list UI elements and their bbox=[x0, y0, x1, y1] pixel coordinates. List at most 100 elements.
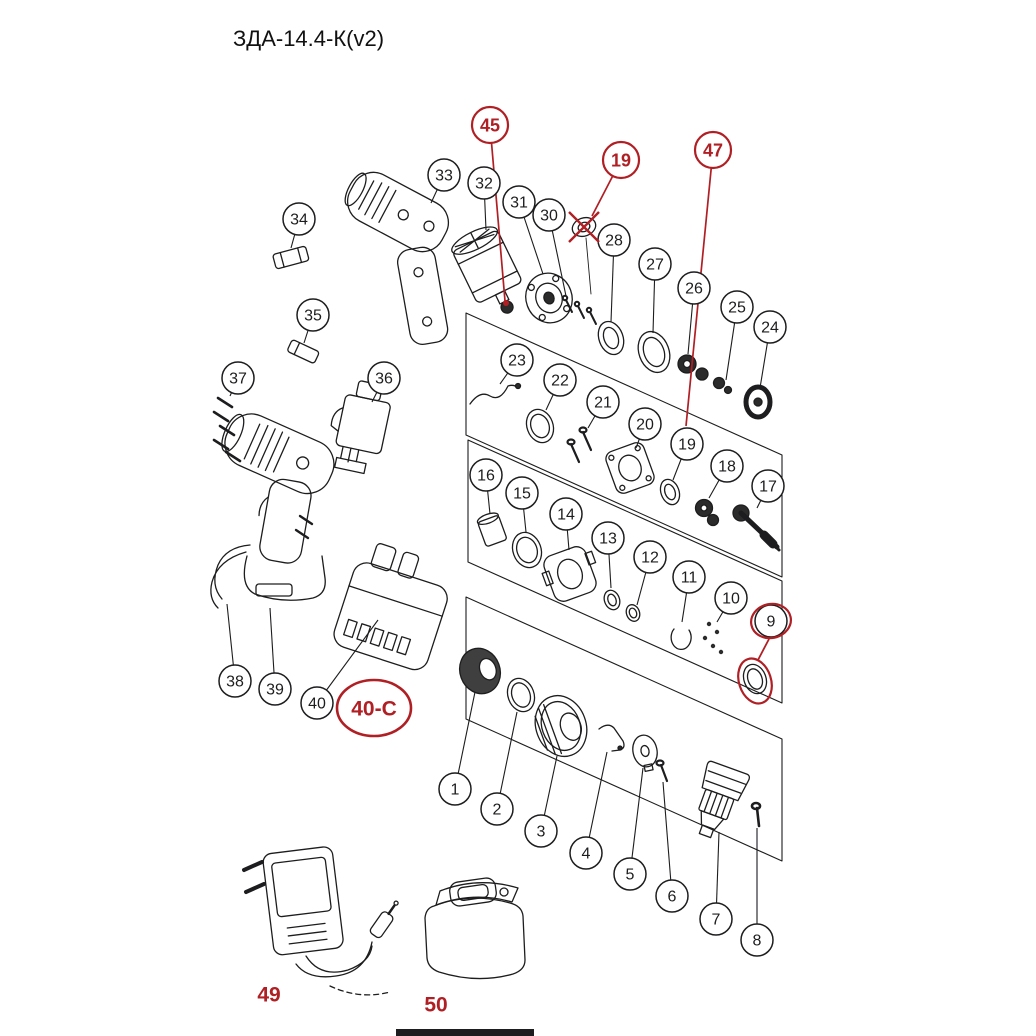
callout-30-text: 30 bbox=[540, 208, 558, 225]
callout-20: 20 bbox=[628, 407, 662, 441]
callout-9: 9 bbox=[754, 604, 788, 638]
callout-22: 22 bbox=[543, 363, 577, 397]
red-circle-around-part-9 bbox=[737, 657, 773, 705]
part-gear-set-26-25 bbox=[677, 354, 733, 395]
part-battery-40 bbox=[333, 543, 448, 671]
callout-red-19-text: 19 bbox=[611, 150, 631, 170]
part-gear-set-18 bbox=[694, 498, 720, 527]
callout-18-text: 18 bbox=[718, 459, 736, 476]
callout-2: 2 bbox=[480, 792, 514, 826]
leader-line-4 bbox=[585, 751, 608, 854]
callout-39-text: 39 bbox=[266, 682, 284, 699]
callout-12: 12 bbox=[633, 540, 667, 574]
part-chuck-7 bbox=[698, 760, 751, 839]
callout-15-text: 15 bbox=[513, 486, 531, 503]
red-dot-45 bbox=[503, 300, 509, 306]
callout-27: 27 bbox=[638, 247, 672, 281]
red-annotation-layer bbox=[503, 211, 792, 705]
callout-28-text: 28 bbox=[605, 233, 623, 250]
part-ring-gear-15 bbox=[511, 531, 543, 569]
diagram-title: ЗДА-14.4-К(v2) bbox=[233, 26, 384, 51]
part-cylinder-16 bbox=[476, 512, 507, 547]
callout-red-45-text: 45 bbox=[480, 115, 500, 135]
part-knurled-cap-1 bbox=[458, 647, 502, 695]
callout-3-text: 3 bbox=[537, 824, 546, 841]
callout-17-text: 17 bbox=[759, 479, 777, 496]
callout-34-text: 34 bbox=[290, 212, 308, 229]
callout-18: 18 bbox=[710, 449, 744, 483]
charger-cable bbox=[305, 945, 373, 973]
callout-26-text: 26 bbox=[685, 281, 703, 298]
image-crop-bar bbox=[396, 1029, 534, 1036]
callout-39: 39 bbox=[258, 672, 292, 706]
callout-25: 25 bbox=[720, 290, 754, 324]
callout-11-text: 11 bbox=[681, 570, 698, 587]
callout-36-text: 36 bbox=[375, 371, 393, 388]
callout-37: 37 bbox=[221, 361, 255, 395]
callout-10: 10 bbox=[714, 581, 748, 615]
callout-16-text: 16 bbox=[477, 468, 495, 485]
thin-link-line bbox=[585, 237, 592, 295]
part-screws-30 bbox=[561, 294, 597, 325]
assembly-panel-2 bbox=[467, 439, 783, 704]
part-charger-base bbox=[424, 877, 526, 980]
callout-20-text: 20 bbox=[636, 417, 654, 434]
callout-23-text: 23 bbox=[508, 353, 526, 370]
callout-3: 3 bbox=[524, 814, 558, 848]
callout-14-text: 14 bbox=[557, 507, 575, 524]
callout-6-text: 6 bbox=[668, 889, 677, 906]
charger-cable-loop bbox=[295, 941, 373, 978]
leader-line-red-45 bbox=[489, 124, 506, 302]
red-label-layer: 40-C 49 50 bbox=[257, 678, 448, 1016]
callout-red-47: 47 bbox=[693, 130, 733, 170]
part-knurled-collar-3 bbox=[534, 694, 588, 758]
callout-5: 5 bbox=[613, 857, 647, 891]
callout-33-text: 33 bbox=[435, 168, 453, 185]
part-ring-2 bbox=[506, 677, 536, 713]
part-wires-38 bbox=[210, 544, 251, 609]
reject-cross-stroke-2 bbox=[568, 211, 600, 243]
callout-32-text: 32 bbox=[475, 176, 493, 193]
callout-red-19: 19 bbox=[601, 140, 641, 180]
red-label-40-C-ellipse bbox=[335, 678, 413, 738]
callout-14: 14 bbox=[549, 497, 583, 531]
red-label-49: 49 bbox=[257, 983, 280, 1006]
callout-17: 17 bbox=[751, 469, 785, 503]
callout-7: 7 bbox=[699, 902, 733, 936]
part-washer-19 bbox=[659, 478, 681, 506]
callout-25-text: 25 bbox=[728, 300, 746, 317]
callout-13: 13 bbox=[591, 521, 625, 555]
callout-19-text: 19 bbox=[678, 437, 696, 454]
callout-40: 40 bbox=[300, 686, 334, 720]
callout-27-text: 27 bbox=[646, 257, 664, 274]
part-screws-21 bbox=[566, 426, 593, 464]
part-washer-28 bbox=[597, 320, 625, 356]
callout-37-text: 37 bbox=[229, 371, 247, 388]
assembly-panel-1 bbox=[465, 312, 783, 578]
part-ring-13 bbox=[603, 589, 621, 611]
red-label-49-text: 49 bbox=[257, 983, 280, 1006]
red-label-40-C-text: 40-C bbox=[351, 697, 397, 720]
red-label-50: 50 bbox=[424, 993, 447, 1016]
part-ring-22 bbox=[525, 408, 555, 444]
part-gearbox-20 bbox=[605, 442, 655, 494]
part-ring-27 bbox=[637, 330, 671, 374]
part-washer-rejected bbox=[571, 216, 597, 238]
callout-23: 23 bbox=[500, 343, 534, 377]
red-label-40-C: 40-C bbox=[335, 678, 413, 738]
callout-4-text: 4 bbox=[582, 846, 591, 863]
callout-10-text: 10 bbox=[722, 591, 740, 608]
callout-31: 31 bbox=[502, 185, 536, 219]
part-charger-adapter bbox=[242, 846, 399, 996]
callout-9-text: 9 bbox=[767, 614, 776, 631]
part-wire-23 bbox=[469, 382, 522, 405]
part-housing-half bbox=[344, 171, 450, 346]
part-screw-6 bbox=[655, 759, 669, 783]
callout-4: 4 bbox=[569, 836, 603, 870]
callout-40-text: 40 bbox=[308, 696, 326, 713]
callout-5-text: 5 bbox=[626, 867, 635, 884]
jack-plug bbox=[369, 900, 399, 939]
callout-34: 34 bbox=[282, 202, 316, 236]
